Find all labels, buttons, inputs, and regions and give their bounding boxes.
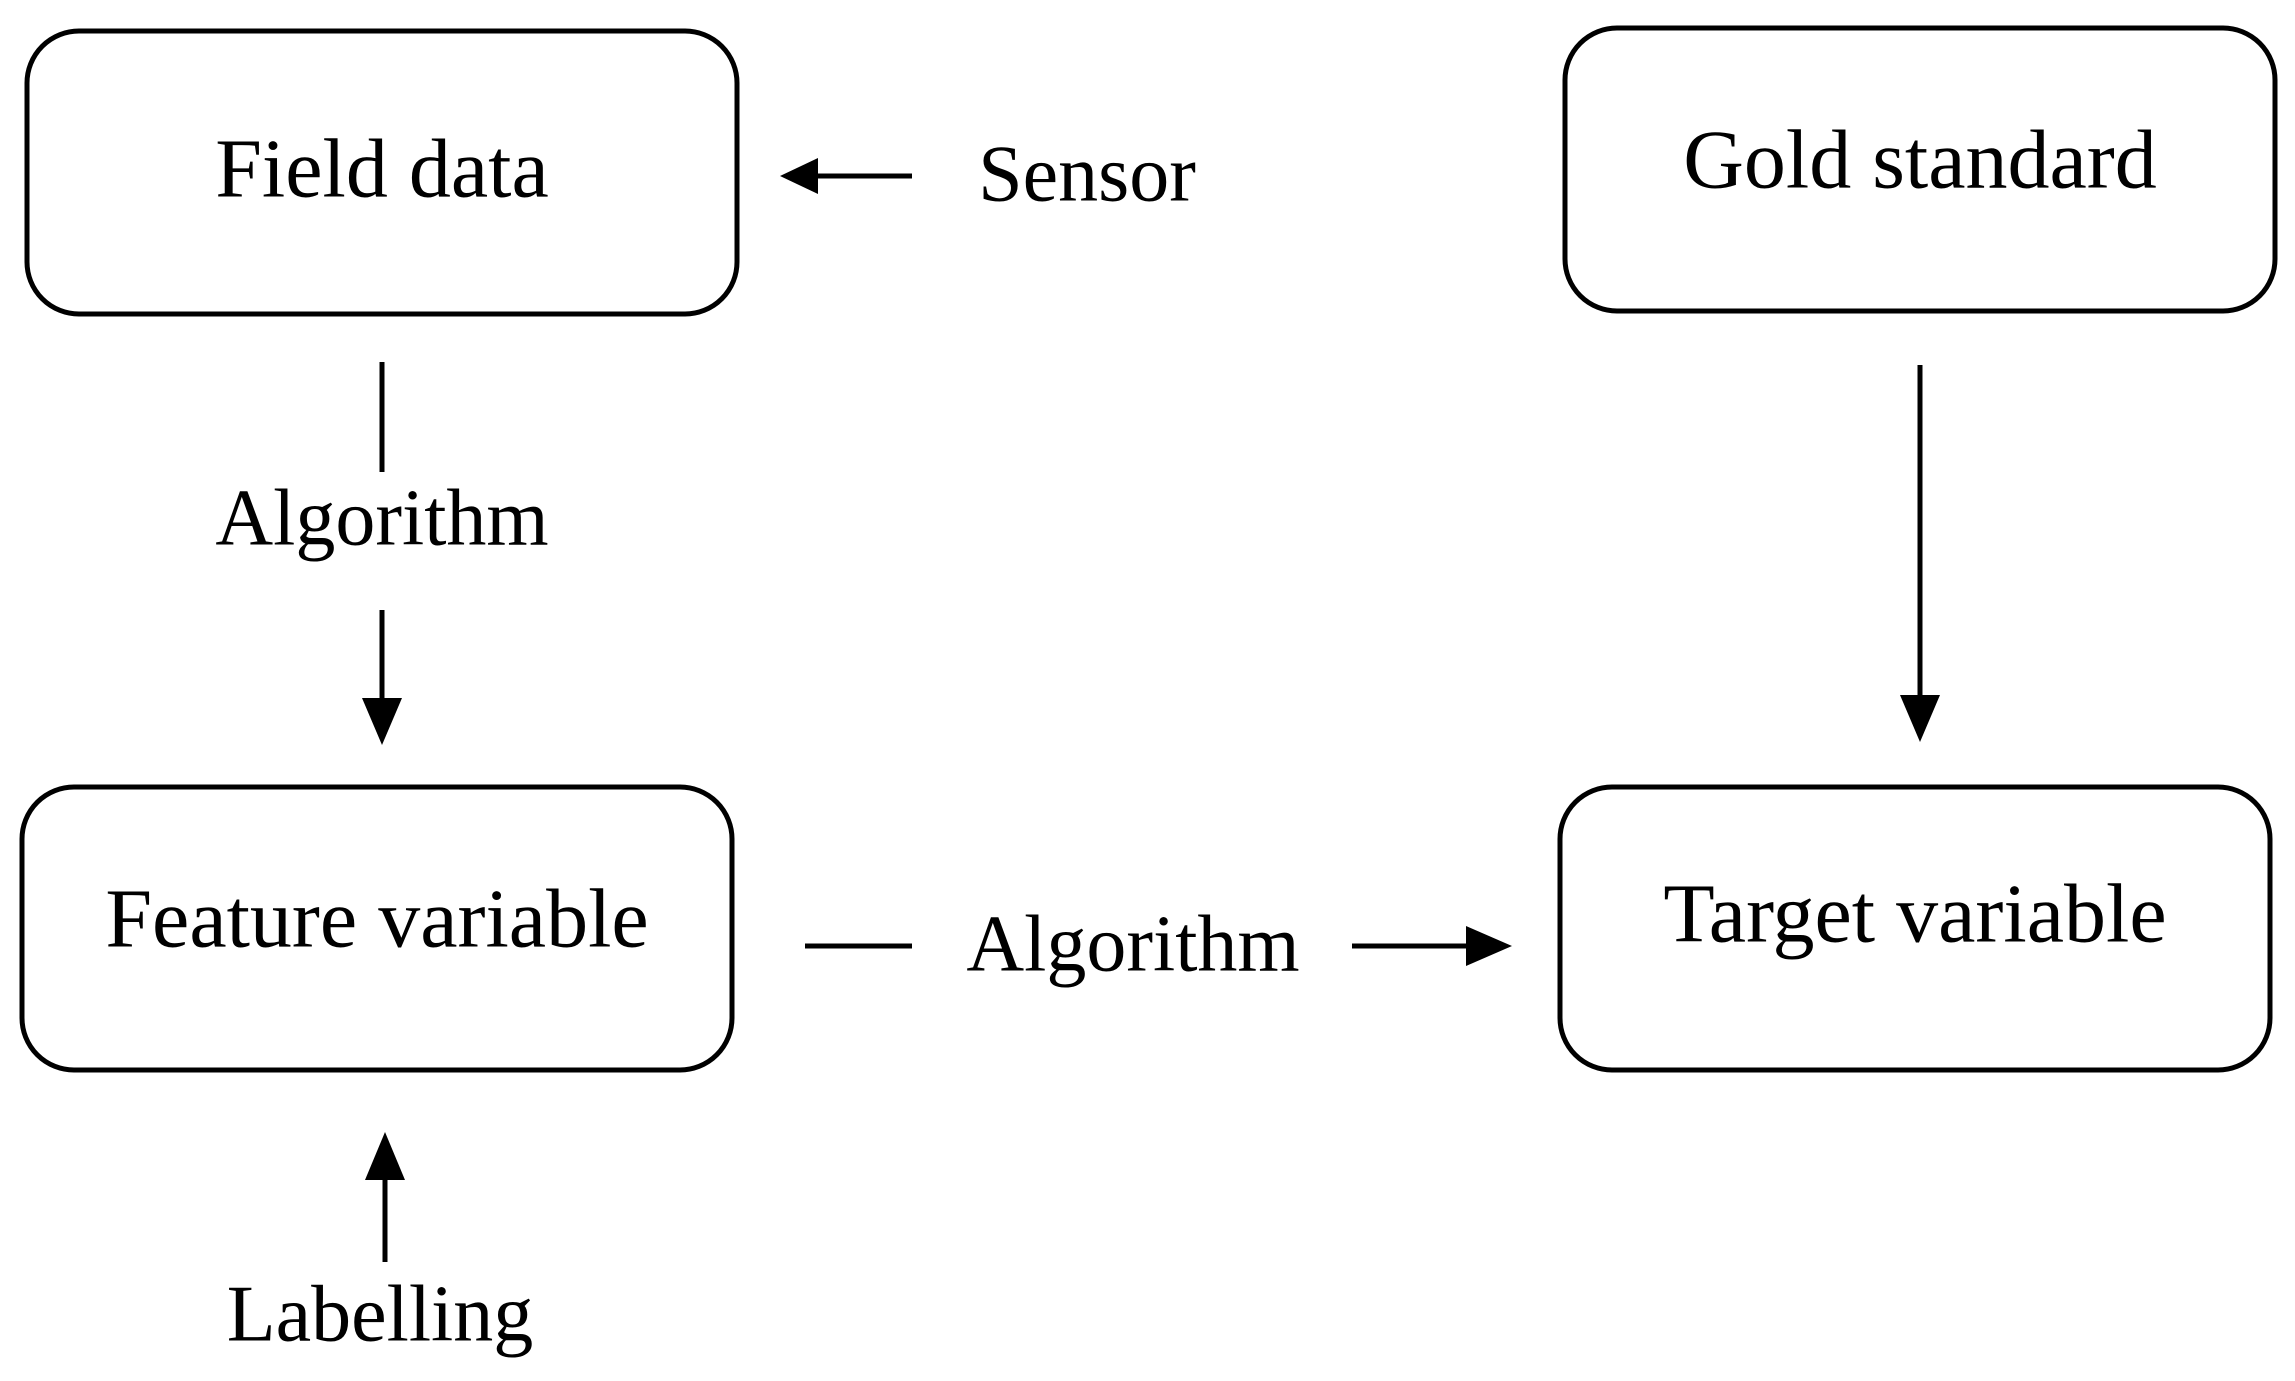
edge-feature-to-target-label: Algorithm (966, 900, 1299, 988)
arrow-up-icon (365, 1132, 405, 1180)
node-gold-standard-box (1562, 25, 2278, 314)
node-gold-standard-label: Gold standard (1683, 113, 2157, 206)
node-target-variable-label: Target variable (1663, 867, 2166, 960)
edge-sensor-to-field-data: Sensor (780, 130, 1196, 218)
node-target-variable[interactable]: Target variable (1557, 784, 2273, 1073)
node-gold-standard[interactable]: Gold standard (1562, 25, 2278, 314)
node-feature-variable-label: Feature variable (105, 872, 648, 965)
arrow-down-icon (362, 698, 402, 745)
edge-feature-variable-to-target-variable: Algorithm (805, 900, 1512, 988)
node-field-data-box (24, 28, 740, 317)
edge-labelling-to-feature-variable: Labelling (227, 1132, 534, 1358)
edge-sensor-label: Sensor (978, 130, 1196, 218)
edge-field-to-feature-label: Algorithm (215, 474, 548, 562)
edge-labelling-label: Labelling (227, 1270, 534, 1358)
node-target-variable-box (1557, 784, 2273, 1073)
node-feature-variable-box (19, 784, 735, 1073)
arrow-down-icon (1900, 695, 1940, 742)
node-feature-variable[interactable]: Feature variable (19, 784, 735, 1073)
node-field-data[interactable]: Field data (24, 28, 740, 317)
arrow-right-icon (1466, 926, 1512, 966)
edge-gold-standard-to-target-variable (1900, 365, 1940, 742)
arrow-left-icon (780, 158, 818, 194)
node-field-data-label: Field data (215, 122, 549, 215)
edge-field-data-to-feature-variable: Algorithm (215, 362, 549, 745)
